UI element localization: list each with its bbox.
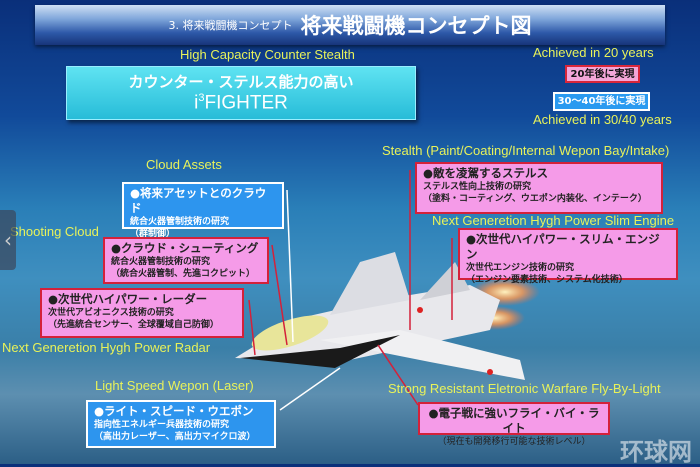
radar-box: ●次世代ハイパワー・レーダー 次世代アビオニクス技術の研究 （先進統合センサー、… bbox=[40, 288, 244, 338]
stealth-box: ●敵を凌駕するステルス ステルス性向上技術の研究 （塗料・コーティング、ウエポン… bbox=[415, 162, 663, 214]
fbl-box: ●電子戦に強いフライ・バイ・ライト （現在も開発移行可能な技術レベル） bbox=[418, 402, 610, 447]
title-bar: 3. 将来戦闘機コンセプト 将来戦闘機コンセプト図 bbox=[35, 5, 665, 45]
laser-box: ●ライト・スピード・ウエポン 指向性エネルギー兵器技術の研究 （高出力レーザー、… bbox=[86, 400, 276, 448]
laser-label: Light Speed Wepon (Laser) bbox=[95, 378, 254, 393]
watermark: 环球网 bbox=[620, 438, 692, 466]
headline-en: High Capacity Counter Stealth bbox=[180, 47, 355, 62]
headline-box: カウンター・ステルス能力の高い i3FIGHTER bbox=[66, 66, 416, 120]
legend-20-en: Achieved in 20 years bbox=[533, 45, 654, 60]
chevron-left-icon: ‹ bbox=[4, 228, 12, 252]
legend-20-badge: 20年後に実現 bbox=[565, 65, 640, 83]
roundel bbox=[417, 307, 423, 313]
shooting-cloud-box: ●クラウド・シューティング 統合火器管制技術の研究 （統合火器管制、先進コクピッ… bbox=[103, 237, 269, 284]
engine-box: ●次世代ハイパワー・スリム・エンジン 次世代エンジン技術の研究 （エンジン要素技… bbox=[458, 228, 678, 285]
stealth-label: Stealth (Paint/Coating/Internal Wepon Ba… bbox=[382, 143, 670, 158]
section-title: 3. 将来戦闘機コンセプト bbox=[168, 19, 293, 32]
legend-3040-badge: 30〜40年後に実現 bbox=[553, 92, 650, 111]
prev-slide-button[interactable]: ‹ bbox=[0, 210, 16, 270]
canopy bbox=[251, 315, 329, 351]
page-title: 将来戦闘機コンセプト図 bbox=[300, 14, 532, 38]
roundel bbox=[487, 369, 493, 375]
fighter-name: i3FIGHTER bbox=[194, 92, 288, 114]
legend-3040-en: Achieved in 30/40 years bbox=[533, 112, 672, 127]
cloud-assets-box: ●将来アセットとのクラウド 統合火器管制技術の研究 （群制御） bbox=[122, 182, 284, 239]
fbl-label: Strong Resistant Eletronic Warfare Fly-B… bbox=[388, 381, 661, 396]
engine-label: Next Generetion Hygh Power Slim Engine bbox=[432, 213, 675, 228]
radar-label: Next Generetion Hygh Power Radar bbox=[2, 340, 211, 355]
cloud-assets-label: Cloud Assets bbox=[146, 157, 222, 172]
headline-jp: カウンター・ステルス能力の高い bbox=[128, 73, 354, 91]
shooting-cloud-label: Shooting Cloud bbox=[10, 224, 99, 239]
